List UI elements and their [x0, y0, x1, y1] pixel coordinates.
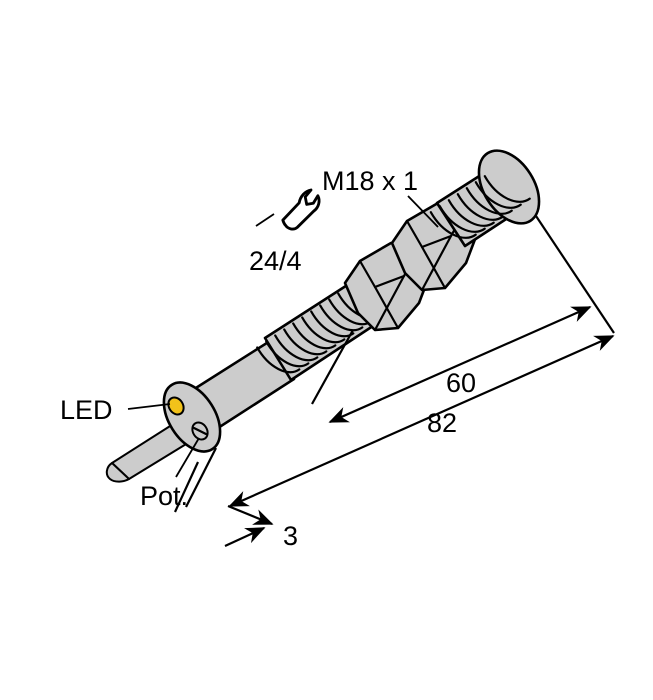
- thread-spec-label: M18 x 1: [322, 166, 418, 196]
- ext-line-3: [174, 461, 199, 513]
- dim-line-3-right: [227, 504, 274, 526]
- ext-line-82-start: [185, 447, 217, 508]
- dimension-value-82: 82: [427, 408, 457, 438]
- thread-turns-front: [429, 175, 531, 239]
- dimension-value-60: 60: [446, 368, 476, 398]
- ext-line-front: [535, 215, 615, 334]
- led-label: LED: [60, 395, 113, 425]
- leader-wrench: [255, 213, 275, 227]
- led-indicator: [167, 396, 185, 416]
- callout-leaders: [127, 195, 439, 478]
- dim-line-82: [228, 334, 615, 508]
- wrench-size-label: 24/4: [249, 246, 302, 276]
- dimension-lines: [174, 215, 615, 547]
- dimension-value-3: 3: [283, 521, 298, 551]
- threaded-barrel-front: [429, 149, 541, 248]
- dim-line-3-left: [224, 527, 266, 547]
- leader-led: [127, 403, 171, 410]
- leader-potentiometer: [175, 437, 200, 478]
- rear-face-details: [167, 396, 209, 441]
- potentiometer-label: Pot.: [140, 481, 188, 511]
- leader-thread-spec: [407, 195, 439, 228]
- wrench-icon: [281, 188, 321, 231]
